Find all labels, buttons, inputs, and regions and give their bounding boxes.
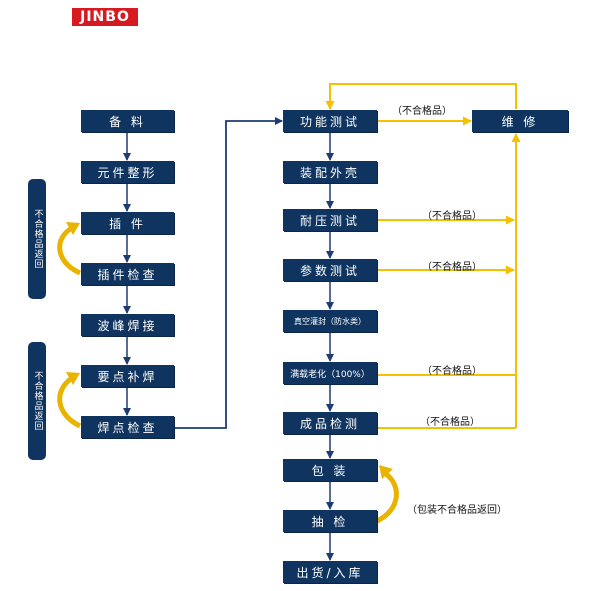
step-vacuum-potting: 真空灌封（防水类） [283, 310, 377, 332]
label-fail-final: （不合格品） [420, 417, 480, 428]
step-wave-solder: 波峰焊接 [81, 314, 174, 336]
step-touchup: 要点补焊 [81, 365, 174, 387]
label-fail-hipot: （不合格品） [422, 211, 482, 222]
reject-lines [325, 83, 521, 429]
return-curves [57, 222, 399, 524]
label-fail-function: （不合格品） [392, 106, 452, 117]
side-note-upper: 不合格品返回 [28, 179, 46, 299]
step-shipping: 出货/入库 [283, 561, 377, 583]
step-burn-in: 满载老化（100%） [283, 362, 377, 384]
step-material: 备 料 [81, 110, 174, 132]
step-sampling: 抽 检 [283, 510, 377, 532]
step-parameter-test: 参数测试 [283, 259, 377, 281]
step-shaping: 元件整形 [81, 161, 174, 183]
label-pack-return: （包装不合格品返回） [407, 505, 507, 516]
step-packaging: 包 装 [283, 459, 377, 481]
brand-logo: JINBO [72, 8, 138, 26]
step-hipot-test: 耐压测试 [283, 209, 377, 231]
step-solder-check: 焊点检查 [81, 416, 174, 438]
cross-connector [174, 117, 283, 429]
label-fail-burnin: （不合格品） [422, 366, 482, 377]
label-fail-parameter: （不合格品） [422, 262, 482, 273]
step-insertion-check: 插件检查 [81, 263, 174, 285]
step-assemble-case: 装配外壳 [283, 161, 377, 183]
repair-box: 维 修 [472, 110, 568, 132]
step-insertion: 插 件 [81, 212, 174, 234]
step-function-test: 功能测试 [283, 110, 377, 132]
step-final-inspection: 成品检测 [283, 412, 377, 434]
side-note-lower: 不合格品返回 [28, 342, 46, 460]
